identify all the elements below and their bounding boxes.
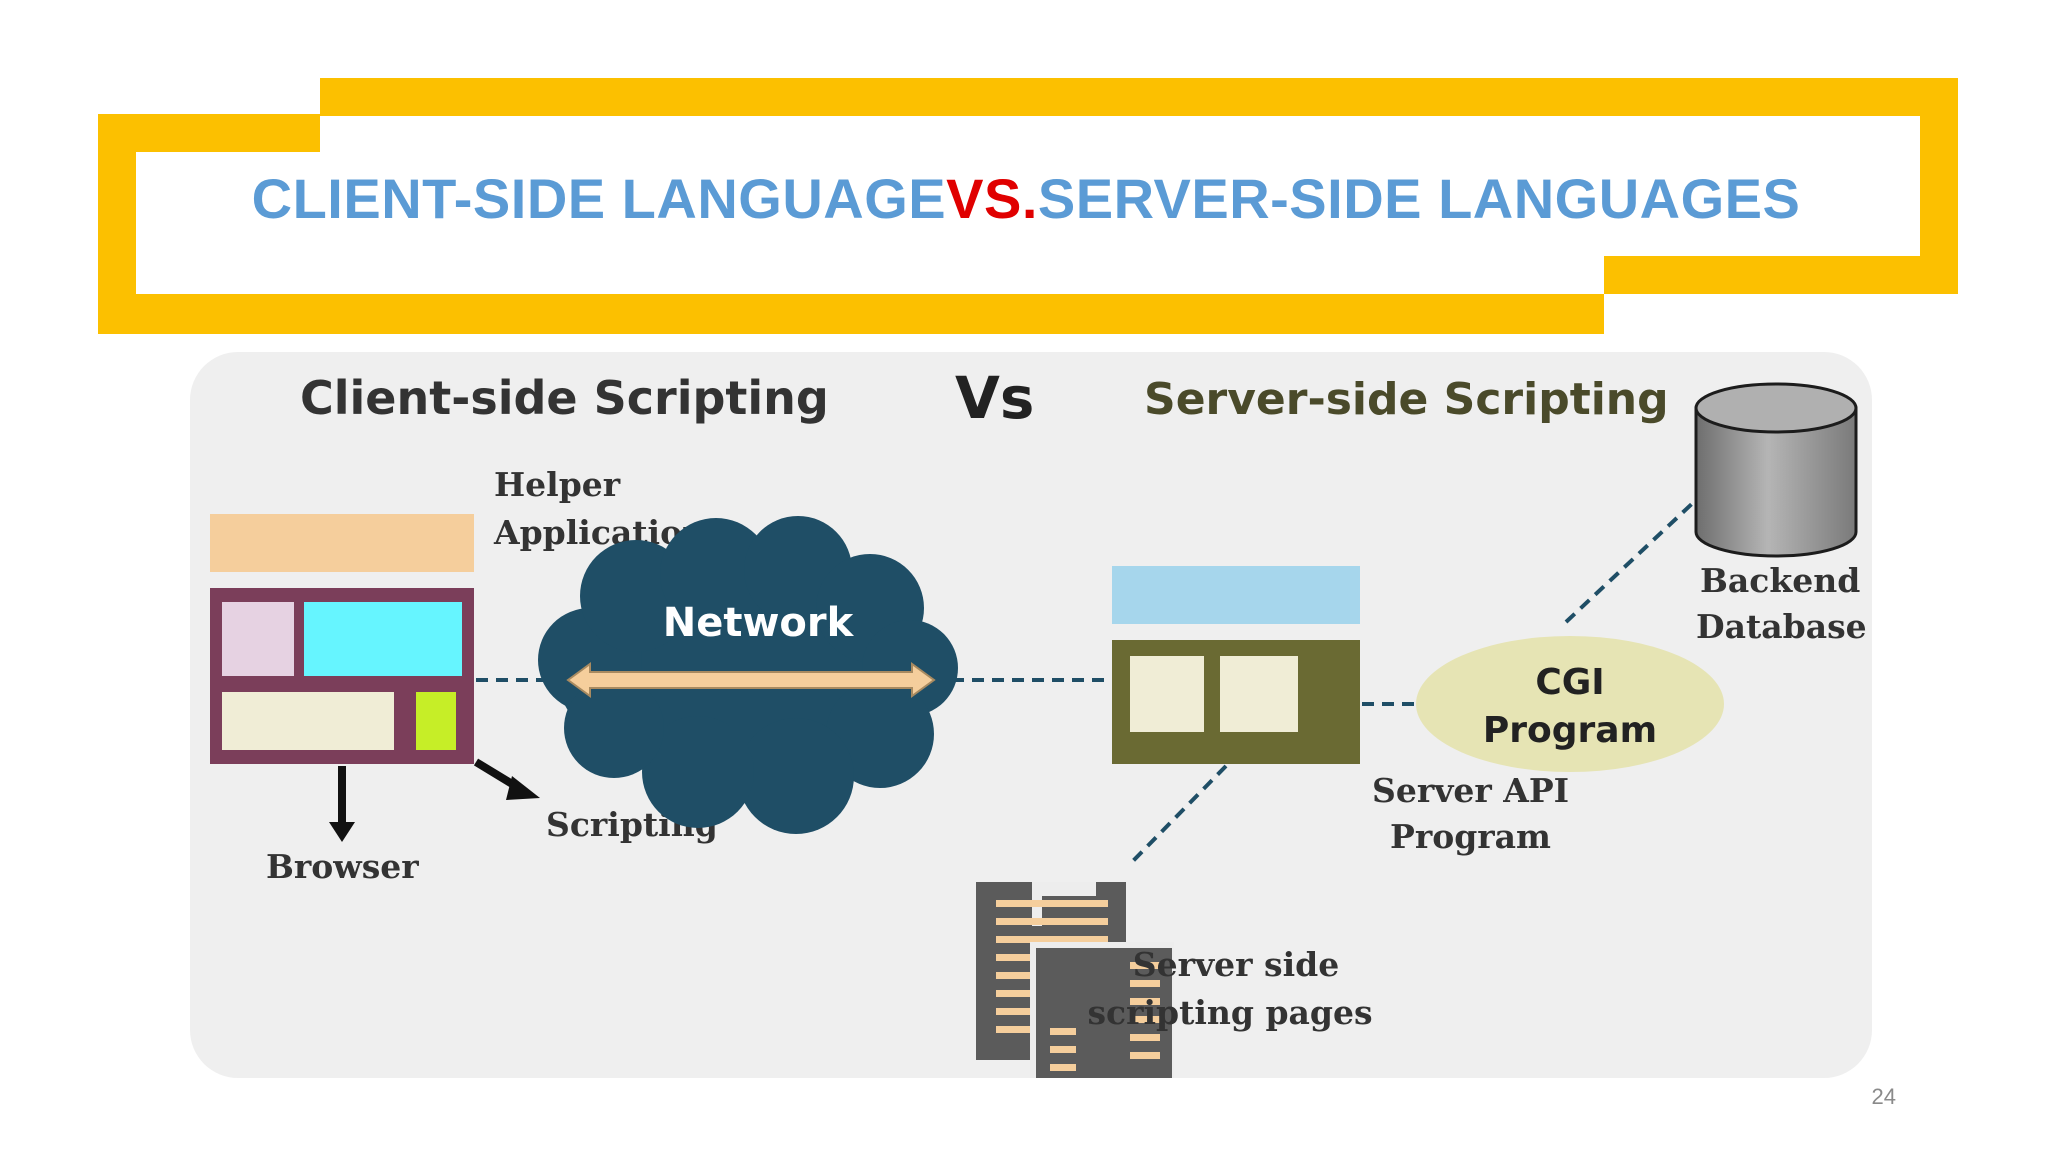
cgi-database-connector (1564, 498, 1698, 624)
title-client-part: CLIENT-SIDE LANGUAGE (251, 166, 947, 230)
server-api-block (1112, 640, 1360, 764)
network-double-arrow (566, 662, 936, 698)
title-frame (98, 78, 1958, 334)
diagram: Client-side Scripting Vs Server-side Scr… (210, 364, 1867, 1078)
helper-label-line1: Helper (494, 465, 621, 504)
title-server-part: SERVER-SIDE LANGUAGES (1037, 166, 1801, 230)
server-pages-connector (1128, 764, 1228, 866)
backend-label-line1: Backend (1700, 561, 1860, 600)
browser-window (210, 588, 474, 764)
helper-application-bar (210, 514, 474, 572)
title-frame-decoration (98, 78, 1958, 334)
slide-title: CLIENT-SIDE LANGUAGE VS. SERVER-SIDE LAN… (136, 118, 1916, 278)
page-number: 24 (1871, 1084, 1896, 1109)
client-heading: Client-side Scripting (300, 371, 829, 425)
cgi-label-line1: CGI (1535, 662, 1604, 703)
server-api-label-line2: Program (1390, 817, 1551, 856)
backend-label-line2: Database (1696, 607, 1867, 646)
server-api-label-line1: Server API (1372, 771, 1569, 810)
scripting-arrow (473, 758, 540, 800)
browser-arrow (329, 766, 355, 842)
browser-label: Browser (266, 847, 419, 886)
vs-heading: Vs (955, 364, 1034, 432)
pages-label-line1: Server side (1133, 945, 1339, 984)
network-label: Network (663, 600, 855, 646)
backend-database-cylinder (1694, 382, 1858, 558)
scripting-pages-icon (976, 882, 1174, 1078)
title-vs-part: VS. (946, 166, 1038, 230)
server-header-bar (1112, 566, 1360, 624)
cgi-label-line2: Program (1483, 710, 1657, 751)
cgi-program-ellipse (1416, 636, 1724, 772)
pages-label-line2: scripting pages (1087, 993, 1372, 1032)
server-heading: Server-side Scripting (1144, 374, 1669, 425)
